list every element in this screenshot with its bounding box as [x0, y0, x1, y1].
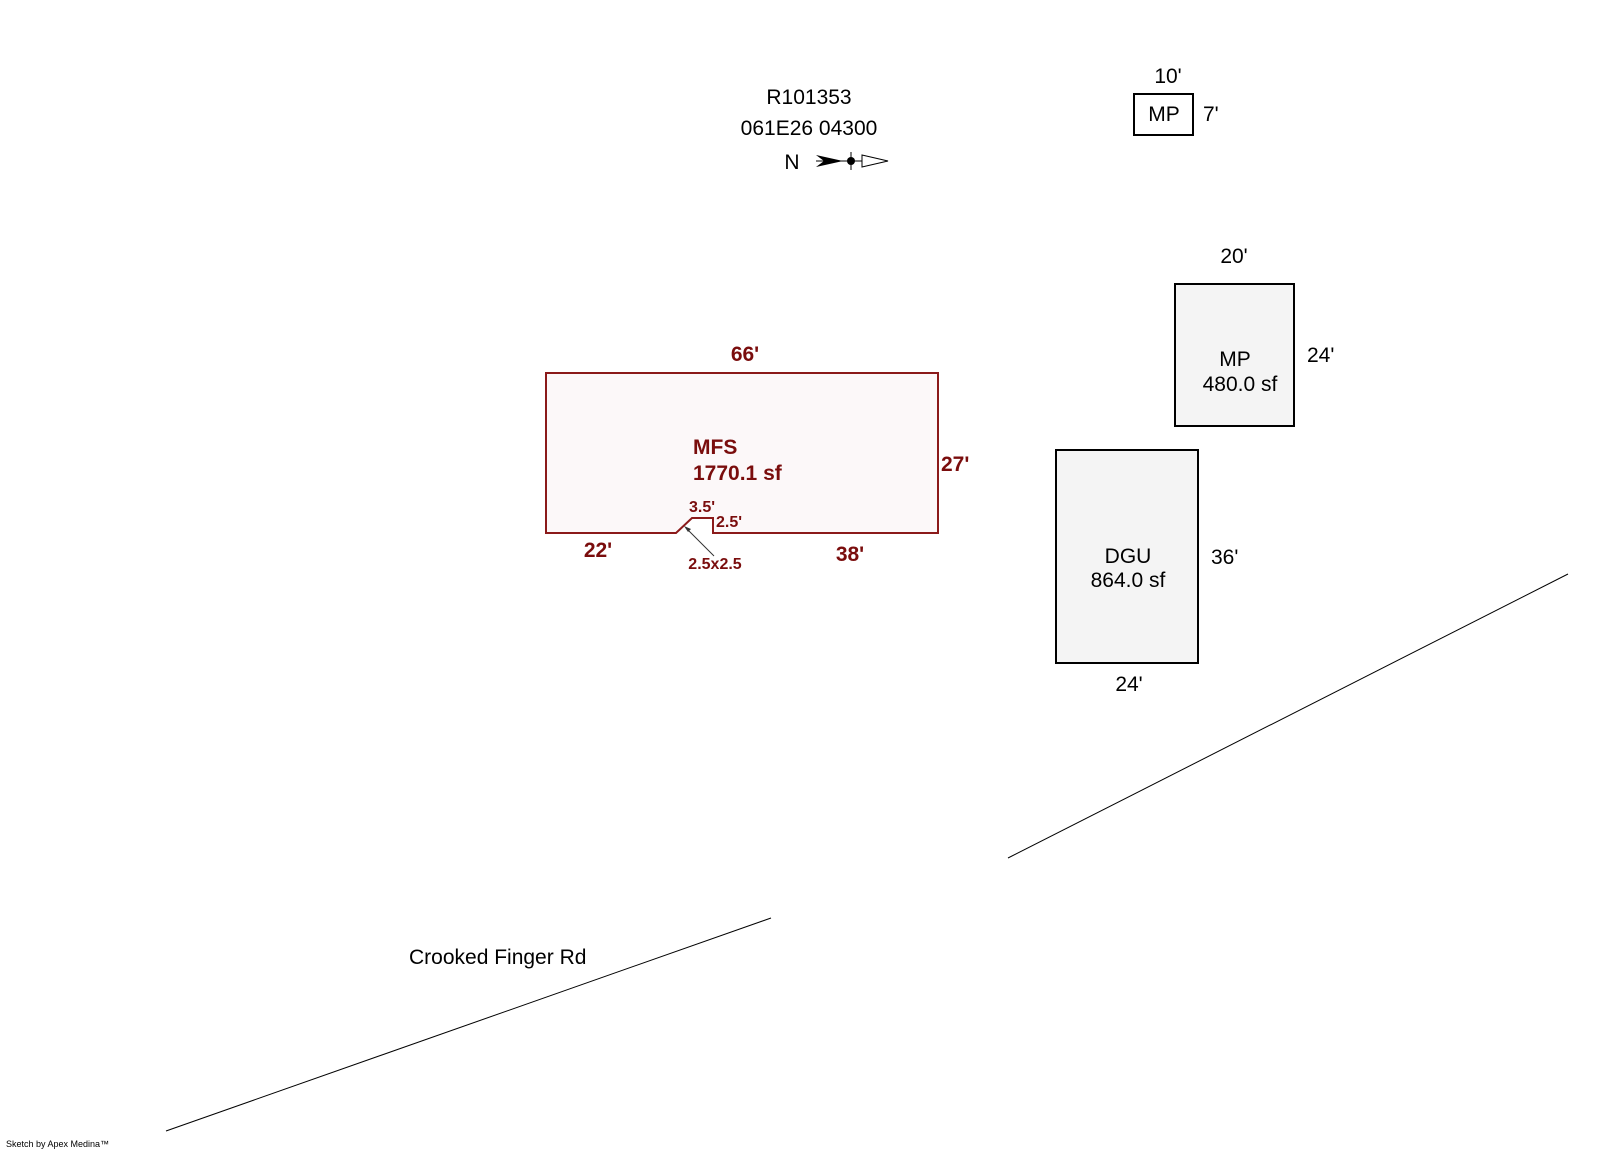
- mfs-building: MFS 1770.1 sf 66' 27' 22' 38' 3.5' 2.5' …: [545, 343, 969, 573]
- mfs-dim-top: 66': [731, 343, 759, 366]
- road-edge-right: [1007, 573, 1569, 859]
- mp-small-code: MP: [1148, 103, 1180, 126]
- mp-small-dim-top: 10': [1154, 65, 1181, 88]
- north-label: N: [784, 151, 799, 174]
- mfs-area: 1770.1 sf: [693, 462, 783, 485]
- dgu-code: DGU: [1105, 545, 1152, 568]
- mfs-dim-right: 27': [941, 453, 969, 476]
- mp-small-outline: [1133, 93, 1194, 136]
- mfs-dim-bottom-left: 22': [584, 539, 612, 562]
- mp-small-building: MP 10' 7': [1133, 65, 1219, 136]
- mfs-dim-notch-side: 2.5': [716, 514, 742, 531]
- notch-leader-arrow-icon: [684, 526, 715, 557]
- dgu-building: DGU 864.0 sf 36' 24': [1055, 449, 1238, 696]
- mfs-code: MFS: [693, 436, 737, 459]
- mp-large-outline: [1174, 283, 1295, 427]
- sketch-credit: Sketch by Apex Medina™: [6, 1139, 109, 1149]
- mp-small-dim-right: 7': [1203, 103, 1219, 126]
- mp-large-code: MP: [1219, 348, 1251, 371]
- north-arrow-icon: [816, 152, 889, 170]
- dgu-dim-bottom: 24': [1115, 673, 1142, 696]
- road-name: Crooked Finger Rd: [409, 946, 586, 969]
- map-tax-lot: 061E26 04300: [741, 117, 878, 140]
- mfs-dim-notch-top: 3.5': [689, 499, 715, 516]
- road-edge-left: [165, 917, 772, 1132]
- mfs-dim-bottom-right: 38': [836, 543, 864, 566]
- dgu-dim-right: 36': [1211, 546, 1238, 569]
- mp-large-building: MP 480.0 sf 20' 24': [1174, 245, 1334, 427]
- mp-large-dim-top: 20': [1220, 245, 1247, 268]
- account-number: R101353: [766, 86, 851, 109]
- mfs-outline: [545, 372, 939, 534]
- dgu-area: 864.0 sf: [1091, 569, 1166, 592]
- mfs-dim-notch-corner: 2.5x2.5: [688, 556, 741, 573]
- dgu-outline: [1055, 449, 1199, 664]
- mp-large-area: 480.0 sf: [1203, 373, 1278, 396]
- mp-large-dim-right: 24': [1307, 344, 1334, 367]
